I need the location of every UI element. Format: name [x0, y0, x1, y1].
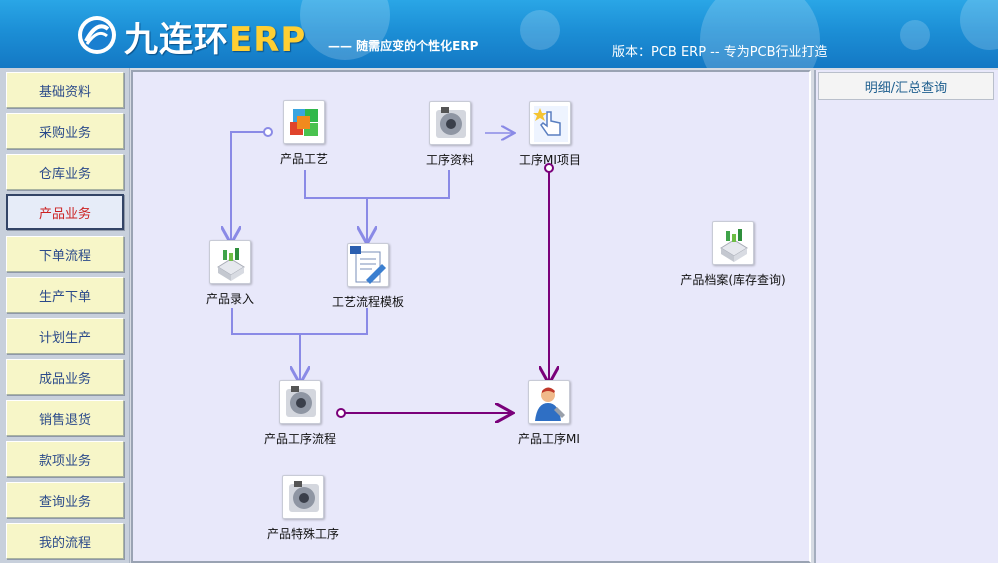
product-entry-icon	[209, 240, 251, 284]
module-product-craft[interactable]: 产品工艺	[244, 100, 364, 167]
connector-to-process-flow	[231, 308, 368, 382]
connector-craft-to-entry	[231, 127, 273, 242]
nav-item-order-flow[interactable]: 下单流程	[6, 236, 124, 272]
product-entry-icon	[712, 221, 754, 265]
module-label: 工序资料	[425, 153, 474, 167]
module-label: 产品工序MI	[518, 432, 580, 446]
header-decoration	[520, 10, 560, 50]
nav-item-basic-data[interactable]: 基础资料	[6, 72, 124, 108]
connector-flow-to-product-mi	[336, 409, 511, 417]
module-label: 工序MI项目	[519, 153, 581, 167]
logo-icon	[78, 16, 116, 54]
module-product-special-process[interactable]: 产品特殊工序	[243, 475, 363, 542]
template-edit-icon	[347, 243, 389, 287]
left-nav: 基础资料 采购业务 仓库业务 产品业务 下单流程 生产下单 计划生产 成品业务 …	[0, 68, 130, 563]
module-product-process-mi[interactable]: 产品工序MI	[489, 380, 609, 447]
gear-disc-icon	[279, 380, 321, 424]
module-craft-flow-template[interactable]: 工艺流程模板	[308, 243, 428, 310]
connector-mi-item-to-product-mi	[545, 163, 553, 382]
module-label: 产品录入	[205, 292, 254, 306]
header-decoration	[900, 20, 930, 50]
module-label: 工艺流程模板	[331, 295, 404, 309]
module-label: 产品工序流程	[263, 432, 336, 446]
nav-item-purchasing[interactable]: 采购业务	[6, 113, 124, 149]
nav-item-payments[interactable]: 款项业务	[6, 441, 124, 477]
app-logo-text: 九连环ERP	[124, 20, 307, 60]
connector-to-template	[304, 170, 450, 242]
app-header: 九连环ERP —— 随需应变的个性化ERP 版本：PCB ERP -- 专为PC…	[0, 0, 998, 68]
tab-detail-summary-query[interactable]: 明细/汇总查询	[818, 72, 994, 100]
module-product-archive[interactable]: 产品档案(库存查询)	[673, 221, 793, 288]
gear-disc-icon	[282, 475, 324, 519]
nav-item-query[interactable]: 查询业务	[6, 482, 124, 518]
version-label: 版本：PCB ERP -- 专为PCB行业打造	[612, 45, 828, 60]
module-product-process-flow[interactable]: 产品工序流程	[240, 380, 360, 447]
module-process-data[interactable]: 工序资料	[390, 101, 510, 168]
right-panel: 明细/汇总查询	[814, 70, 998, 563]
module-label: 产品特殊工序	[266, 527, 339, 541]
nav-item-my-flow[interactable]: 我的流程	[6, 523, 124, 559]
nav-item-finished-goods[interactable]: 成品业务	[6, 359, 124, 395]
module-label: 产品工艺	[279, 152, 328, 166]
header-decoration	[700, 0, 820, 68]
nav-item-product[interactable]: 产品业务	[6, 194, 124, 230]
header-decoration	[960, 0, 998, 50]
user-tool-icon	[528, 380, 570, 424]
nav-item-warehouse[interactable]: 仓库业务	[6, 154, 124, 190]
gear-disc-icon	[429, 101, 471, 145]
flow-connectors	[133, 72, 809, 561]
module-label: 产品档案(库存查询)	[680, 273, 786, 287]
module-process-mi-item[interactable]: 工序MI项目	[490, 101, 610, 168]
cubes-icon	[283, 100, 325, 144]
nav-item-sales-return[interactable]: 销售退货	[6, 400, 124, 436]
workspace-panel: 产品工艺 工序资料 工序MI项目	[131, 70, 811, 563]
hand-pointer-icon	[529, 101, 571, 145]
module-product-entry[interactable]: 产品录入	[170, 240, 290, 307]
app-tagline: —— 随需应变的个性化ERP	[328, 39, 479, 53]
nav-item-production-plan[interactable]: 计划生产	[6, 318, 124, 354]
nav-item-production-order[interactable]: 生产下单	[6, 277, 124, 313]
